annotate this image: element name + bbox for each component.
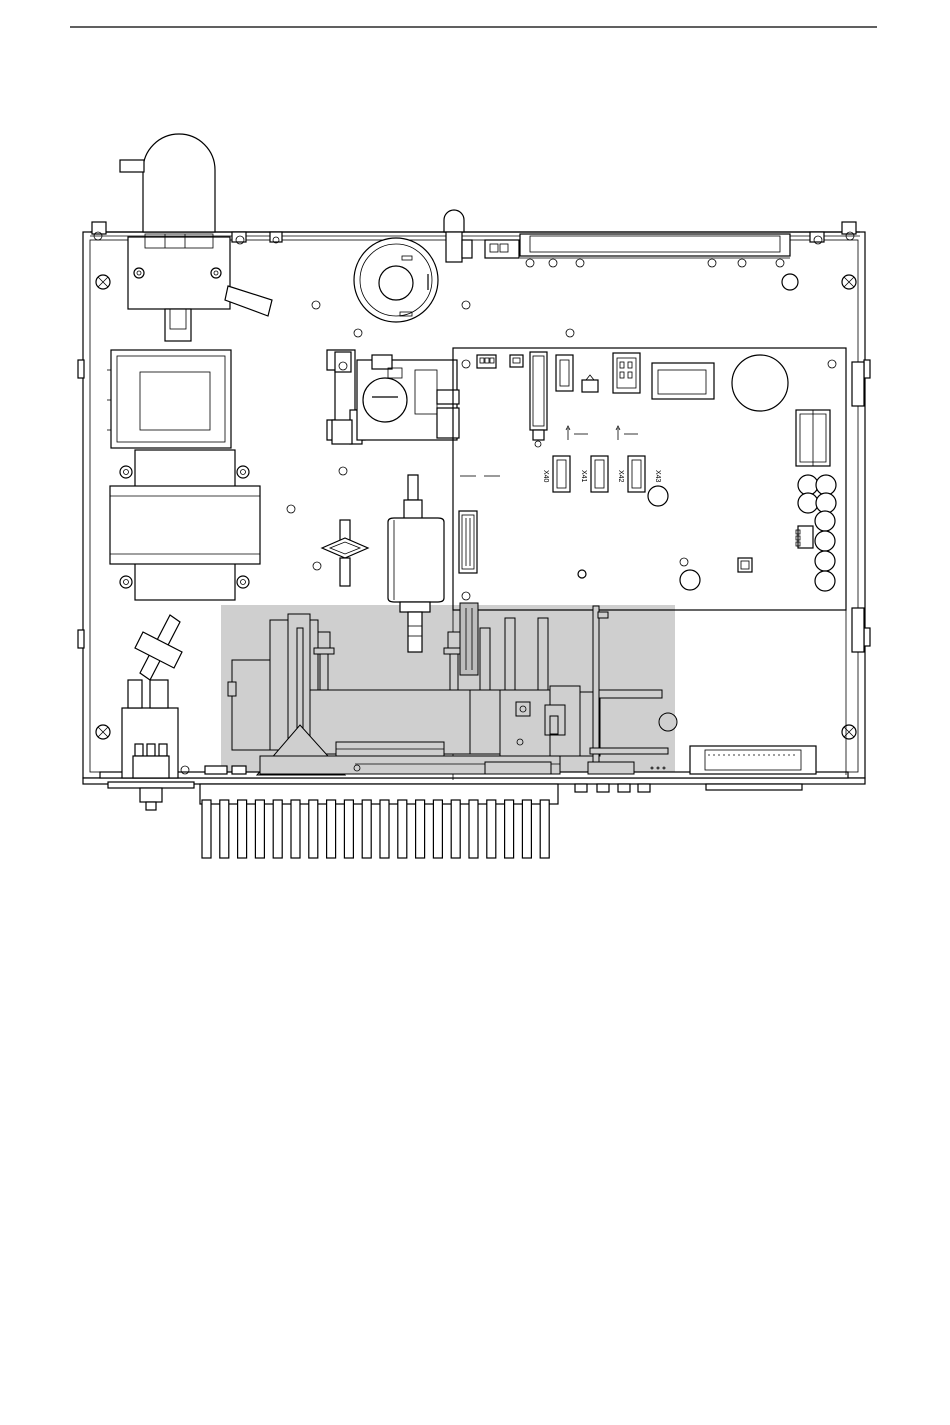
heatsink-fin: [451, 800, 460, 858]
heatsink-fin: [362, 800, 371, 858]
large-transformer: [110, 450, 260, 600]
heatsink-fin: [433, 800, 442, 858]
screw-icon: [237, 576, 249, 588]
screw-icon: [237, 466, 249, 478]
connector-icon: [553, 456, 570, 492]
arrow-icon: [566, 426, 588, 440]
heatsink-fin: [309, 800, 318, 858]
screw-icon: [211, 268, 221, 278]
heatsink: [200, 784, 558, 858]
heatsink-fin: [505, 800, 514, 858]
heatsink-fin: [540, 800, 549, 858]
screw-icon: [120, 466, 132, 478]
heatsink-fin: [487, 800, 496, 858]
heatsink-fin: [398, 800, 407, 858]
screw-icon: [134, 268, 144, 278]
label-x40: X40: [542, 470, 549, 483]
screw-icon: [96, 725, 110, 739]
check-valve: [322, 520, 368, 586]
heatsink-fin: [291, 800, 300, 858]
heatsink-fin: [327, 800, 336, 858]
heatsink-fin: [238, 800, 247, 858]
heatsink-fin: [255, 800, 264, 858]
arrow-icon: [616, 426, 638, 440]
connector-icon: [628, 456, 645, 492]
small-transformer: [107, 350, 231, 448]
heatsink-fin: [220, 800, 229, 858]
heatsink-fin: [469, 800, 478, 858]
screw-icon: [96, 275, 110, 289]
label-x41: X41: [580, 470, 587, 483]
heatsink-fin: [522, 800, 531, 858]
connector-icon: [591, 456, 608, 492]
valve-block: [327, 350, 459, 444]
heatsink-fin: [416, 800, 425, 858]
heatsink-fin: [344, 800, 353, 858]
heatsink-fin: [202, 800, 211, 858]
diagonal-filter: [135, 615, 182, 680]
top-connector-strip: [485, 234, 790, 267]
heatsink-fin: [273, 800, 282, 858]
screw-icon: [842, 275, 856, 289]
screw-icon: [120, 576, 132, 588]
screw-icon: [842, 725, 856, 739]
label-x43: X43: [654, 470, 661, 483]
heatsink-fin: [380, 800, 389, 858]
rotary-dial: [354, 238, 438, 322]
top-cylinder-assembly: [120, 134, 272, 341]
label-x42: X42: [617, 470, 624, 483]
